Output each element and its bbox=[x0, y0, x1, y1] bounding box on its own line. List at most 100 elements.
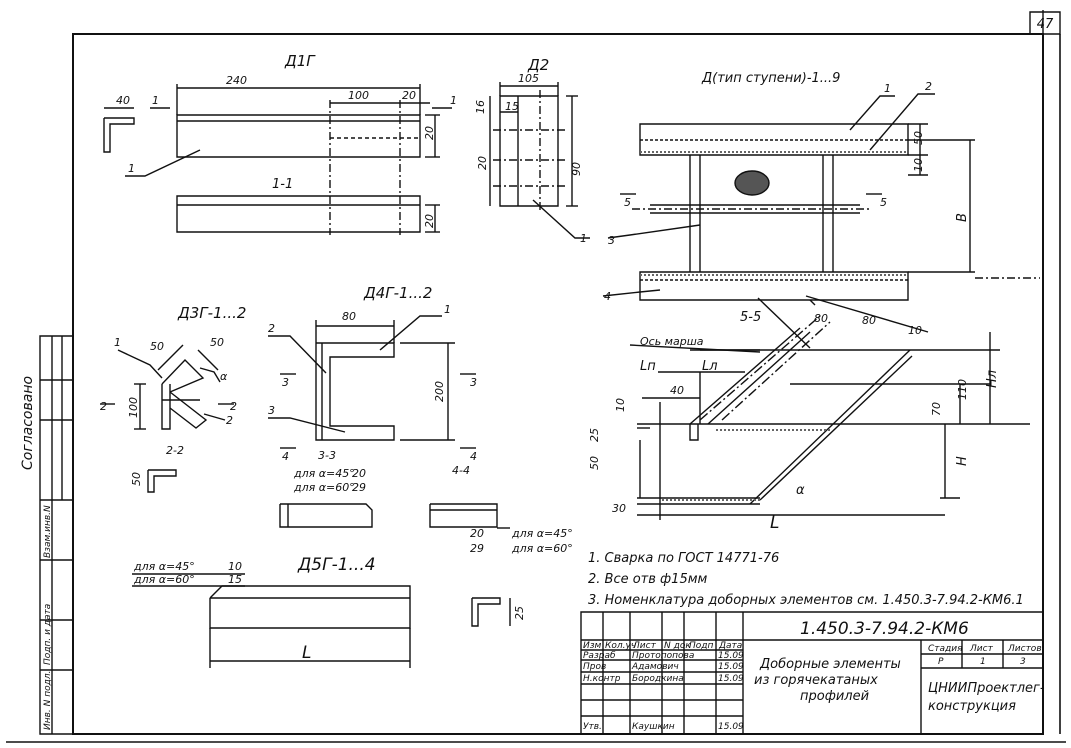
sheet-number: 47 bbox=[1037, 17, 1054, 32]
row-role: Н.контр bbox=[583, 674, 621, 684]
row-date: 15.09 bbox=[718, 722, 744, 732]
dim-100: 100 bbox=[127, 397, 140, 418]
organization: конструкция bbox=[928, 699, 1016, 714]
dim-50: 50 bbox=[150, 340, 164, 353]
section-5-5: 5-5 bbox=[740, 310, 761, 325]
dim-25: 25 bbox=[588, 428, 601, 442]
marker-section-1: 1 bbox=[450, 94, 457, 107]
dim-29: 29 bbox=[470, 542, 484, 555]
dim-20: 20 bbox=[423, 214, 436, 228]
dim-H: Н bbox=[955, 456, 970, 466]
dim-H1: Нл bbox=[985, 370, 1000, 388]
row-role: Утв. bbox=[583, 722, 602, 732]
sheets-label: Листов bbox=[1007, 644, 1042, 654]
angle-alpha: α bbox=[220, 370, 228, 383]
marker-section-3: 3 bbox=[470, 376, 477, 389]
title-d1g: Д1Г bbox=[284, 52, 316, 70]
doc-description: Доборные элементы bbox=[759, 657, 901, 672]
dim-50: 50 bbox=[130, 472, 143, 486]
angle-note-60: для α=60° bbox=[133, 573, 195, 586]
head-kol: Кол.уч bbox=[605, 641, 636, 651]
dim-B: В bbox=[955, 213, 970, 222]
note-3: 3. Номенклатура доборных элементов см. 1… bbox=[588, 593, 1024, 608]
dim-25: 25 bbox=[513, 606, 526, 620]
marker-pos-1: 1 bbox=[444, 303, 451, 316]
sheets-value: 3 bbox=[1020, 657, 1026, 667]
marker-pos-1: 1 bbox=[580, 232, 587, 245]
marker-section-1: 1 bbox=[152, 94, 159, 107]
head-ndok: N док bbox=[664, 641, 691, 651]
row-name: Адамович bbox=[631, 662, 679, 672]
title-d2: Д2 bbox=[527, 56, 549, 74]
axis-label: Ось марша bbox=[640, 335, 704, 348]
dim-90: 90 bbox=[570, 162, 583, 176]
marker-pos-3: 3 bbox=[268, 404, 275, 417]
dim-80: 80 bbox=[862, 314, 876, 327]
row-name: Каушкин bbox=[632, 722, 675, 732]
section-1-1: 1-1 bbox=[272, 177, 293, 192]
dim-200: 200 bbox=[433, 381, 446, 402]
dim-80: 80 bbox=[342, 310, 356, 323]
marker-section-5: 5 bbox=[624, 196, 631, 209]
title-block bbox=[581, 612, 1043, 734]
dim-105: 105 bbox=[518, 72, 539, 85]
part-d-step bbox=[603, 94, 1040, 300]
marker-pos-2: 2 bbox=[925, 80, 932, 93]
marker-section-5: 5 bbox=[880, 196, 887, 209]
dim-70: 70 bbox=[930, 402, 943, 416]
dim-15: 15 bbox=[505, 100, 519, 113]
dim-L1: Lл bbox=[702, 359, 718, 374]
dim-15: 15 bbox=[228, 573, 242, 586]
marker-pos-2: 2 bbox=[268, 322, 275, 335]
dim-20: 20 bbox=[476, 156, 489, 170]
dim-40: 40 bbox=[670, 384, 684, 397]
title-d5g: Д5Г-1...4 bbox=[297, 555, 376, 575]
head-podp: Подп bbox=[689, 641, 713, 651]
row-name: Протопопова bbox=[632, 651, 694, 661]
angle-note-45: для α=45° bbox=[293, 467, 355, 480]
dim-L: L bbox=[770, 513, 779, 533]
dim-20: 20 bbox=[423, 126, 436, 140]
dim-40: 40 bbox=[116, 94, 130, 107]
dim-240: 240 bbox=[226, 74, 247, 87]
section-2-2: 2-2 bbox=[166, 444, 184, 457]
title-d-step: Д(тип ступени)-1...9 bbox=[701, 71, 840, 86]
section-4-4: 4-4 bbox=[452, 464, 470, 477]
sheet-number-box bbox=[1030, 12, 1060, 34]
marker-section-3: 3 bbox=[282, 376, 289, 389]
title-d4g: Д4Г-1...2 bbox=[363, 284, 432, 302]
dim-20: 20 bbox=[352, 467, 366, 480]
part-d3g bbox=[100, 345, 234, 492]
dim-16: 16 bbox=[474, 100, 487, 114]
angle-note-60: для α=60° bbox=[293, 481, 355, 494]
angle-note-60: для α=60° bbox=[511, 542, 573, 555]
angle-note-45: для α=45° bbox=[511, 527, 573, 540]
sheet-value: 1 bbox=[980, 657, 986, 667]
part-d2 bbox=[490, 82, 590, 238]
stamp-cell-replace: Взам.инв.N bbox=[43, 505, 53, 558]
row-date: 15.09 bbox=[718, 651, 744, 661]
row-role: Пров bbox=[583, 662, 606, 672]
dim-80: 80 bbox=[814, 312, 828, 325]
dim-29: 29 bbox=[352, 481, 366, 494]
head-data: Дата bbox=[718, 641, 742, 651]
doc-description: профилей bbox=[800, 689, 869, 704]
organization: ЦНИИПроектлег- bbox=[928, 681, 1045, 696]
dim-20: 20 bbox=[402, 89, 416, 102]
marker-section-4: 4 bbox=[282, 450, 289, 463]
marker-section-2: 2 bbox=[230, 400, 237, 413]
head-list: Лист bbox=[632, 641, 657, 651]
angle-alpha: α bbox=[796, 483, 805, 498]
dim-110: 110 bbox=[956, 379, 969, 400]
dim-50: 50 bbox=[210, 336, 224, 349]
stage-value: Р bbox=[938, 657, 944, 667]
marker-pos-1: 1 bbox=[128, 162, 135, 175]
dim-20: 20 bbox=[470, 527, 484, 540]
angle-note-45: для α=45° bbox=[133, 560, 195, 573]
sheet-label: Лист bbox=[969, 644, 994, 654]
drainage-hole bbox=[734, 170, 770, 196]
marker-pos-1: 1 bbox=[884, 82, 891, 95]
row-name: Бородкина bbox=[632, 674, 684, 684]
part-d4g bbox=[268, 316, 510, 528]
